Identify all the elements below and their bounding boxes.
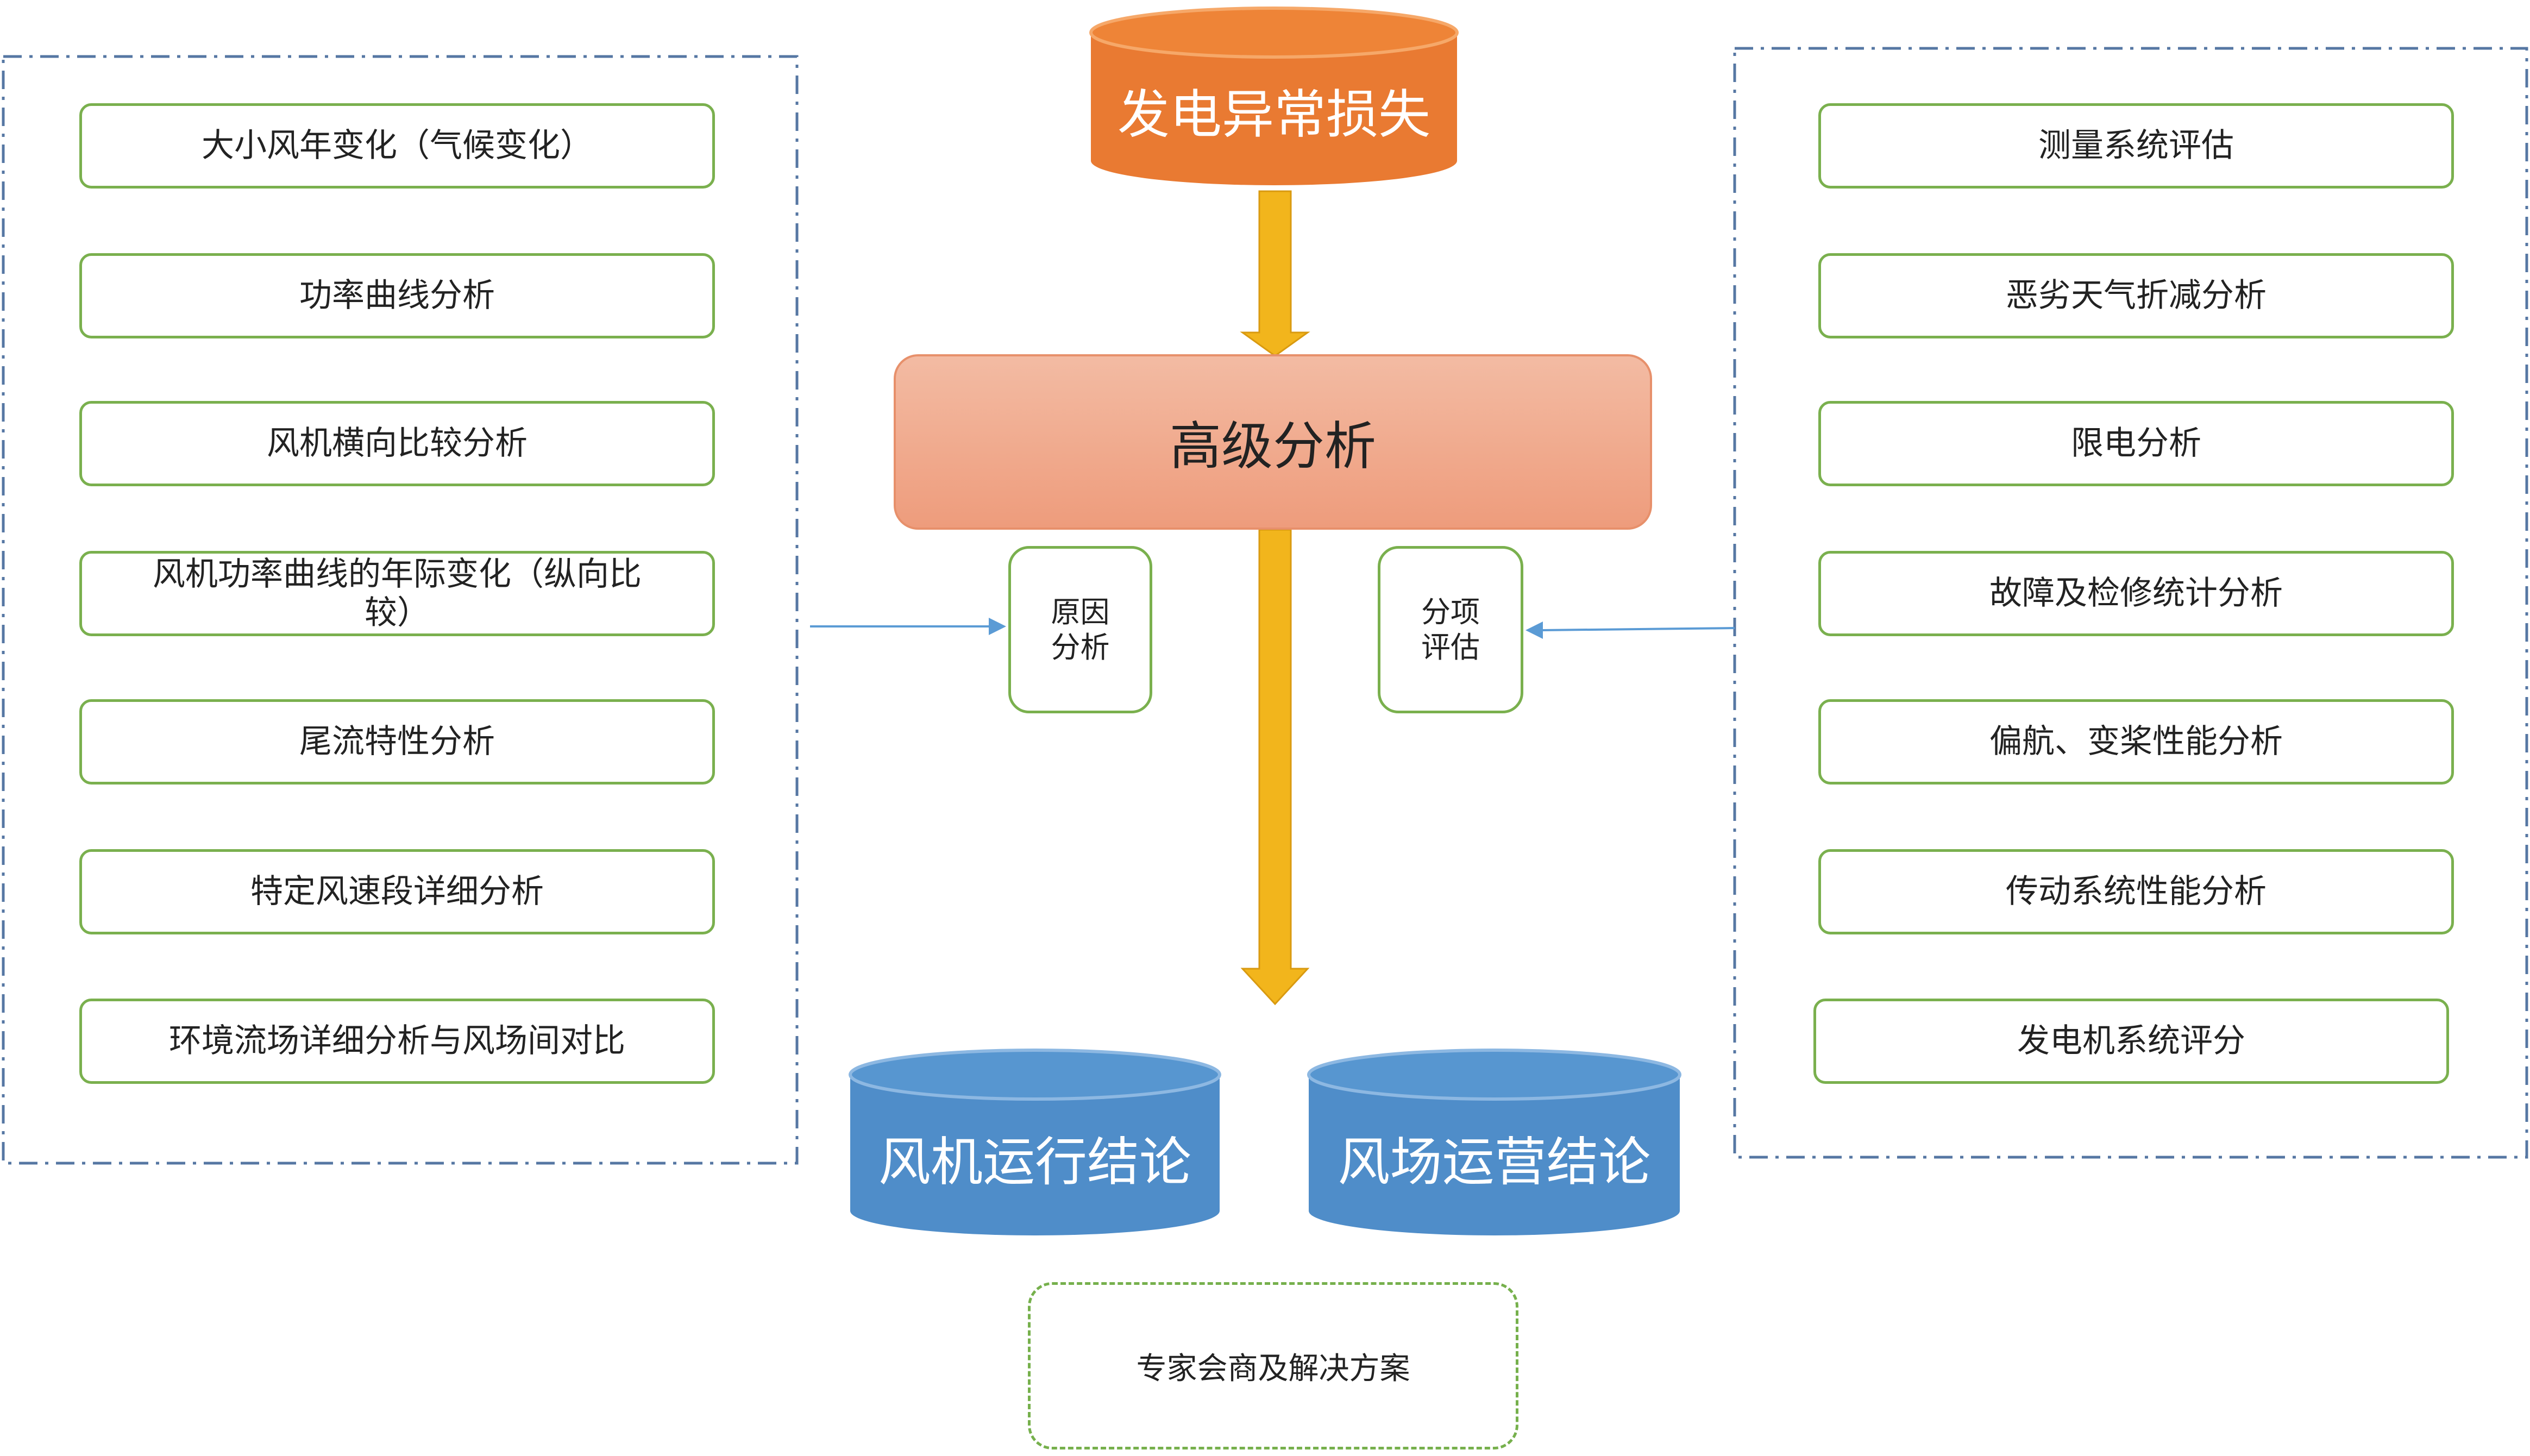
farm-conclusion-label: 风场运营结论	[1338, 1131, 1651, 1193]
right-item-1: 测量系统评估	[1818, 103, 2454, 189]
advanced-analysis-box: 高级分析	[894, 354, 1652, 530]
right-item-3: 限电分析	[1818, 401, 2454, 486]
cause-analysis-box: 原因 分析	[1008, 546, 1152, 713]
left-item-label: 特定风速段详细分析	[250, 873, 544, 911]
itemized-evaluation-box: 分项 评估	[1378, 546, 1523, 713]
flow-arrow-source-to-advanced	[1240, 190, 1310, 357]
farm-conclusion-cylinder-top	[1307, 1049, 1681, 1101]
expert-consultation-box: 专家会商及解决方案	[1028, 1282, 1518, 1449]
advanced-analysis-label: 高级分析	[1169, 417, 1376, 476]
itemized-evaluation-line-1: 分项	[1421, 595, 1480, 629]
source-cylinder-top	[1089, 7, 1459, 59]
turbine-conclusion-cylinder-body	[850, 1075, 1220, 1235]
source-loss-label: 发电异常损失	[1118, 84, 1430, 145]
left-item-label: 环境流场详细分析与风场间对比	[169, 1022, 625, 1060]
left-item-5: 尾流特性分析	[79, 699, 715, 785]
right-item-label: 发电机系统评分	[2017, 1022, 2245, 1060]
right-item-5: 偏航、变桨性能分析	[1818, 699, 2454, 785]
left-item-1: 大小风年变化（气候变化）	[79, 103, 715, 189]
source-cylinder-body	[1091, 33, 1457, 185]
right-to-itemized-arrow-head	[1525, 622, 1543, 639]
cause-analysis-line-2: 分析	[1051, 630, 1110, 664]
cause-analysis-line-1: 原因	[1051, 595, 1110, 629]
farm-conclusion-cylinder-body	[1309, 1075, 1680, 1235]
itemized-evaluation-line-2: 评估	[1421, 630, 1480, 664]
turbine-conclusion-cylinder-top	[849, 1049, 1221, 1101]
left-to-cause-arrow-head	[989, 618, 1006, 635]
left-item-label: 功率曲线分析	[299, 277, 495, 315]
right-item-2: 恶劣天气折减分析	[1818, 253, 2454, 338]
left-item-label: 大小风年变化（气候变化）	[202, 127, 593, 165]
left-item-7: 环境流场详细分析与风场间对比	[79, 999, 715, 1084]
flow-arrow-advanced-to-conclusions	[1240, 529, 1310, 1006]
left-item-label-line-1: 风机功率曲线的年际变化（纵向比	[153, 555, 642, 593]
right-item-label: 偏航、变桨性能分析	[1989, 723, 2283, 761]
left-item-4: 风机功率曲线的年际变化（纵向比 较）	[79, 551, 715, 636]
right-item-label: 测量系统评估	[2038, 127, 2234, 165]
turbine-conclusion-label: 风机运行结论	[878, 1131, 1191, 1193]
right-item-4: 故障及检修统计分析	[1818, 551, 2454, 636]
right-item-label: 传动系统性能分析	[2006, 873, 2267, 911]
left-group-frame	[2, 55, 799, 1165]
left-item-3: 风机横向比较分析	[79, 401, 715, 486]
left-item-label: 风机横向比较分析	[267, 424, 528, 462]
right-item-7: 发电机系统评分	[1813, 999, 2449, 1084]
right-item-6: 传动系统性能分析	[1818, 849, 2454, 934]
right-item-label: 限电分析	[2071, 424, 2201, 462]
right-item-label: 故障及检修统计分析	[1989, 574, 2283, 612]
right-group-frame	[1733, 47, 2528, 1159]
left-item-2: 功率曲线分析	[79, 253, 715, 338]
left-item-label: 尾流特性分析	[299, 723, 495, 761]
expert-consultation-label: 专家会商及解决方案	[1136, 1351, 1410, 1386]
right-item-label: 恶劣天气折减分析	[2006, 277, 2267, 315]
left-item-label-line-2: 较）	[365, 593, 430, 632]
right-to-itemized-arrow-line	[1541, 627, 1735, 631]
left-item-6: 特定风速段详细分析	[79, 849, 715, 934]
